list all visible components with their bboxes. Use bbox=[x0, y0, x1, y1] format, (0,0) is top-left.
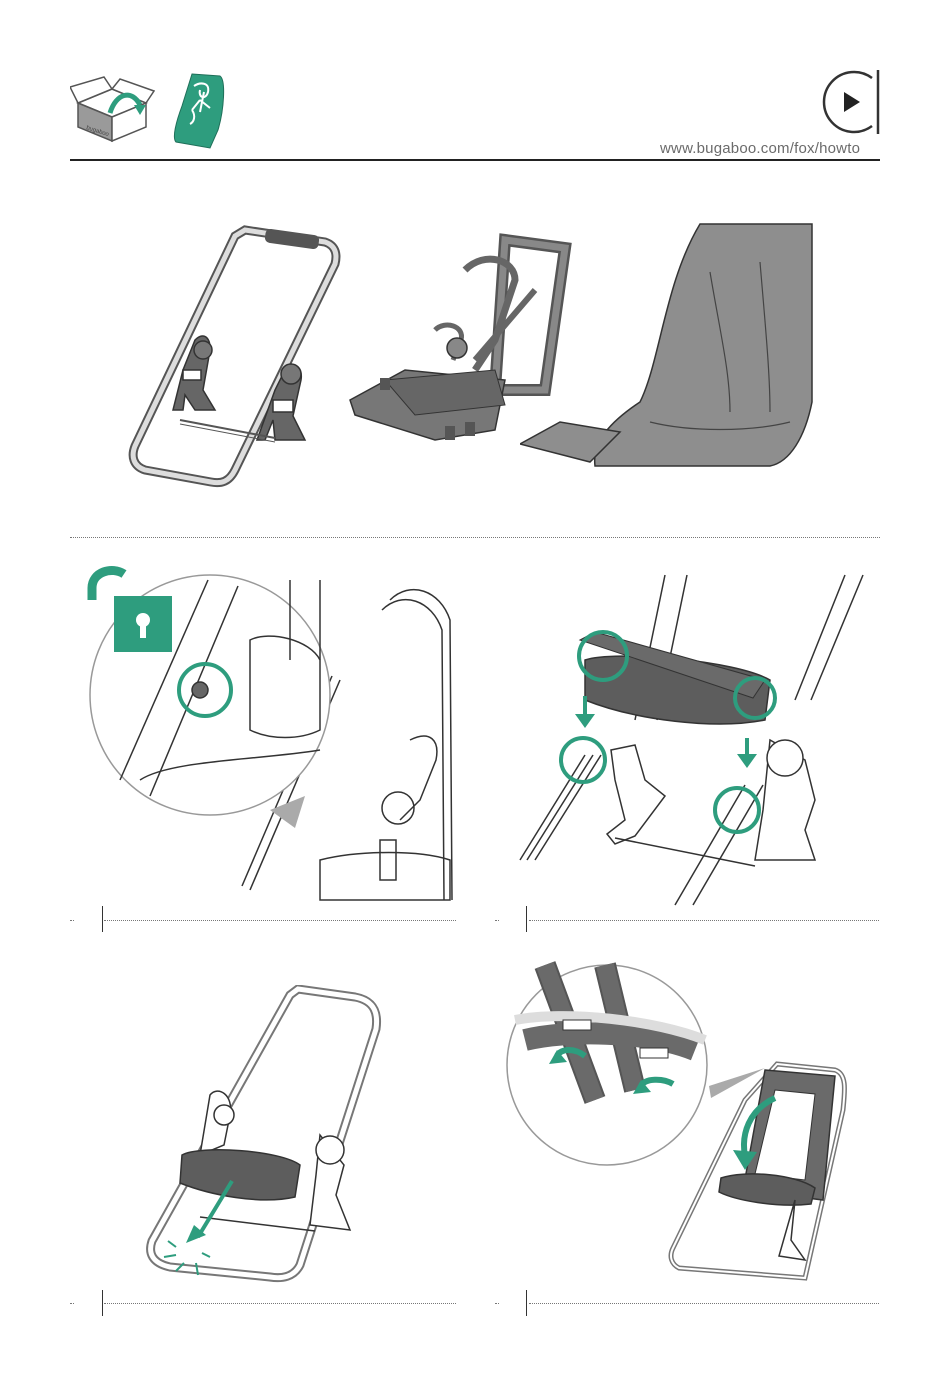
step-2-tick bbox=[526, 906, 527, 932]
seat-fabric-icon bbox=[170, 70, 230, 150]
howto-url[interactable]: www.bugaboo.com/fox/howto bbox=[660, 140, 860, 157]
step-1-line bbox=[104, 920, 456, 921]
step-2-dot bbox=[495, 920, 499, 921]
unbox-icon: bugaboo bbox=[70, 75, 155, 145]
step-4-line bbox=[529, 1303, 879, 1304]
header-rule bbox=[70, 159, 880, 161]
step-4-dot bbox=[495, 1303, 499, 1304]
step-3-illustration bbox=[140, 985, 390, 1290]
seat-fabric bbox=[520, 222, 815, 472]
step-4-tick bbox=[526, 1290, 527, 1316]
step-4-illustration bbox=[505, 960, 855, 1290]
step-2-illustration bbox=[515, 570, 870, 910]
step-3-line bbox=[104, 1303, 456, 1304]
step-1-dot bbox=[70, 920, 74, 921]
step-3-dot bbox=[70, 1303, 74, 1304]
unlock-icon bbox=[84, 560, 174, 655]
seat-frame bbox=[125, 220, 345, 490]
step-1-tick bbox=[102, 906, 103, 932]
section-divider bbox=[70, 537, 880, 538]
step-3-tick bbox=[102, 1290, 103, 1316]
play-video-icon[interactable] bbox=[818, 70, 882, 134]
step-2-line bbox=[529, 920, 879, 921]
